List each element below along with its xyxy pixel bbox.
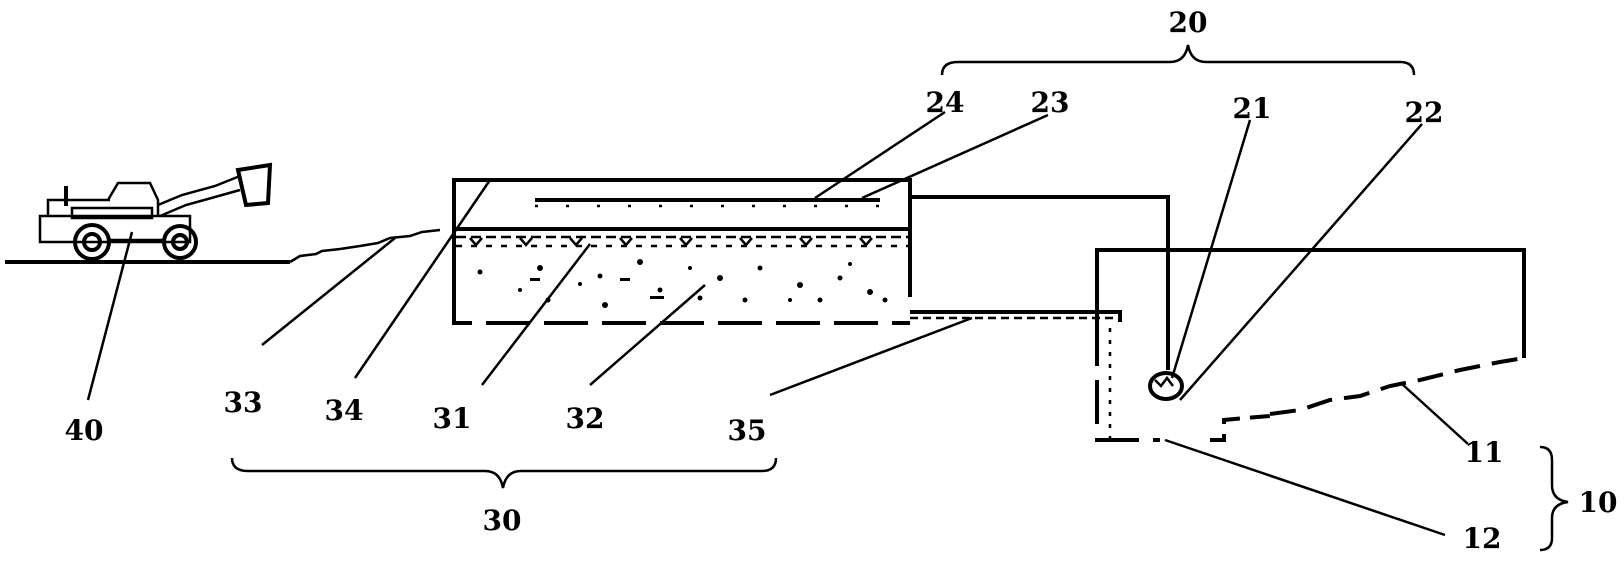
layer-32-dots: [477, 259, 888, 308]
label-35: 35: [728, 414, 767, 447]
label-32: 32: [566, 402, 605, 435]
label-24: 24: [926, 86, 965, 119]
filter-tank: [452, 178, 912, 325]
reference-labels: 20 24 23 21 22 40 33 34 31 32 35 30 11 1…: [65, 6, 1618, 555]
label-12: 12: [1463, 522, 1502, 555]
label-30: 30: [483, 504, 522, 537]
label-22: 22: [1405, 96, 1444, 129]
layer-31-texture: [456, 235, 908, 248]
pit-basin: [1095, 248, 1526, 442]
leader-lines: [86, 110, 1469, 537]
label-33: 33: [224, 386, 263, 419]
overhead-pipe: [910, 195, 1170, 370]
label-34: 34: [325, 394, 364, 427]
label-21: 21: [1233, 92, 1272, 125]
label-40: 40: [65, 414, 104, 447]
label-11: 11: [1465, 436, 1504, 469]
ground-and-slope: [5, 228, 441, 264]
pump: [1148, 371, 1184, 401]
label-10: 10: [1579, 486, 1618, 519]
loader-vehicle: [38, 162, 273, 261]
label-23: 23: [1031, 86, 1070, 119]
drain-pipe: [910, 310, 1122, 322]
label-20: 20: [1169, 6, 1208, 39]
braces: [230, 44, 1569, 552]
label-31: 31: [433, 402, 472, 435]
